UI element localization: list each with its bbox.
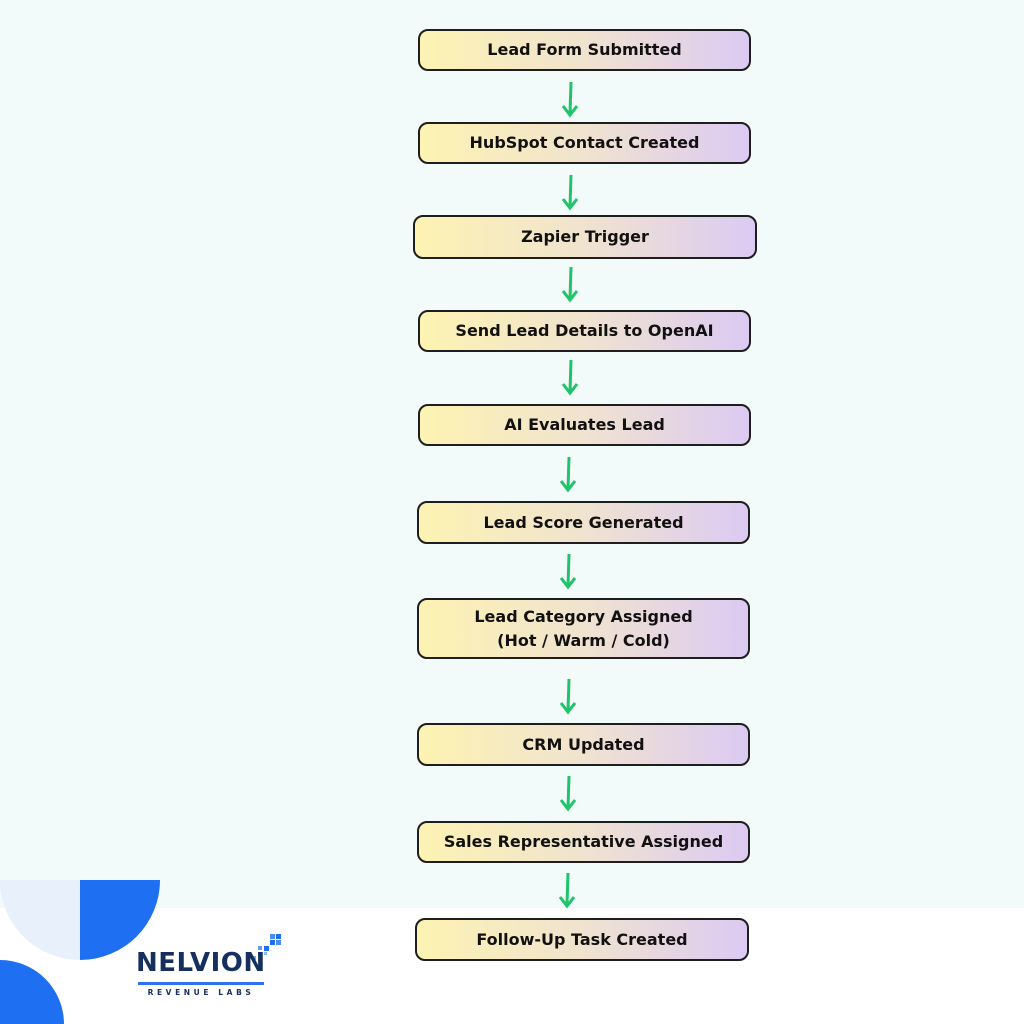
brand-name: NELVION [136,948,266,978]
step-label: Lead Score Generated [483,512,684,532]
step-label: Zapier Trigger [521,227,649,246]
step-label: Follow-Up Task Created [476,929,688,949]
step-send-lead-details-to-openai: Send Lead Details to OpenAI [418,310,751,352]
step-label: Lead Form Submitted [487,40,682,59]
flow-arrow [559,678,577,715]
flow-arrow [561,81,579,118]
brand-tagline: REVENUE LABS [147,988,255,997]
blue-quarter-shape [80,880,160,960]
brand-logo: NELVION REVENUE LABS [136,930,296,1000]
step-hubspot-contact-created: HubSpot Contact Created [418,122,751,164]
step-crm-updated: CRM Updated [417,723,750,766]
flow-arrow [558,872,576,909]
step-label: Send Lead Details to OpenAI [455,321,714,340]
pixel-arrow-icon [252,934,281,960]
flow-arrow [561,266,579,303]
brand-underline [138,982,264,985]
step-label-sub: (Hot / Warm / Cold) [497,630,670,650]
step-label: Lead Category Assigned [474,606,693,626]
step-ai-evaluates-lead: AI Evaluates Lead [418,404,751,446]
step-lead-form-submitted: Lead Form Submitted [418,29,751,71]
flow-arrow [561,359,579,396]
blue-circle-shape [0,960,64,1024]
flow-arrow [559,456,577,493]
pale-quarter-shape [0,880,80,960]
step-follow-up-task-created: Follow-Up Task Created [415,918,749,961]
step-lead-score-generated: Lead Score Generated [417,501,750,544]
flow-arrow [559,775,577,812]
step-sales-representative-assigned: Sales Representative Assigned [417,821,750,863]
step-label: Sales Representative Assigned [443,832,724,851]
step-zapier-trigger: Zapier Trigger [413,215,757,259]
step-label: AI Evaluates Lead [504,415,665,434]
step-lead-category-assigned: Lead Category Assigned (Hot / Warm / Cold… [417,598,750,659]
flow-arrow [561,174,579,211]
flow-arrow [559,553,577,590]
step-label: HubSpot Contact Created [469,133,700,152]
step-label: CRM Updated [522,734,645,754]
